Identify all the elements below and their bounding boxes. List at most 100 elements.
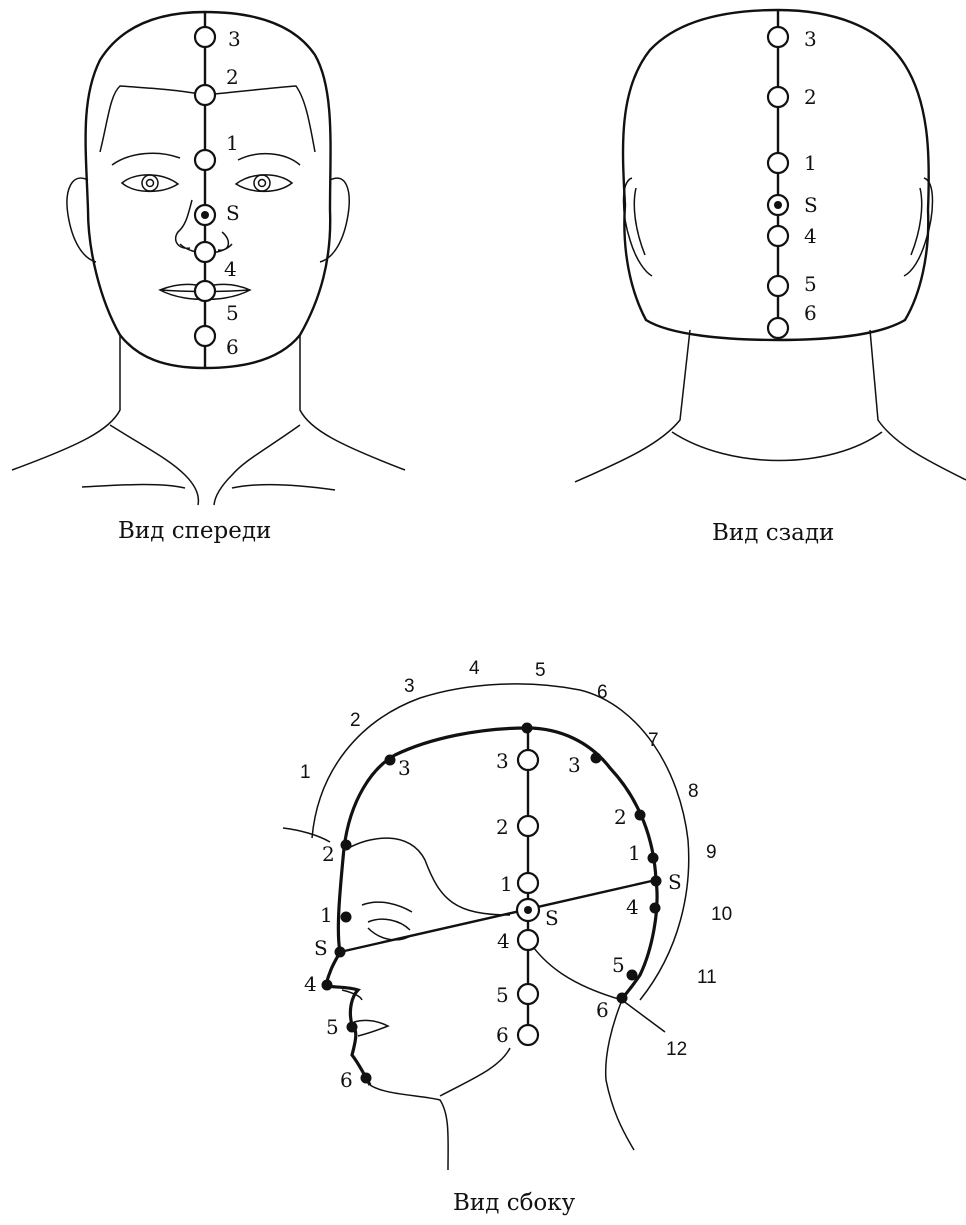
side-back-dot-4 bbox=[650, 903, 661, 914]
front-label-6: 6 bbox=[226, 335, 239, 359]
back-point-6 bbox=[768, 318, 788, 338]
side-back-label-5: 5 bbox=[612, 953, 625, 977]
front-point-5 bbox=[195, 281, 215, 301]
back-point-2 bbox=[768, 87, 788, 107]
side-axis-label-2: 2 bbox=[496, 815, 509, 839]
side-front-dot-5 bbox=[347, 1022, 358, 1033]
side-axis-label-6: 6 bbox=[496, 1023, 509, 1047]
side-top-dot bbox=[522, 723, 533, 734]
back-label-3: 3 bbox=[804, 27, 817, 51]
side-front-dot-3 bbox=[385, 755, 396, 766]
back-label-4: 4 bbox=[804, 224, 817, 248]
side-back-dot-1 bbox=[648, 853, 659, 864]
caption-back-view: Вид сзади bbox=[712, 520, 834, 546]
side-axis-label-5: 5 bbox=[496, 983, 509, 1007]
front-label-2: 2 bbox=[226, 65, 239, 89]
side-arc-label-6: 6 bbox=[597, 682, 608, 703]
side-back-label-4: 4 bbox=[626, 895, 639, 919]
side-axis-label-1: 1 bbox=[500, 872, 513, 896]
side-axis-point-1 bbox=[518, 873, 538, 893]
side-hair-stroke bbox=[283, 828, 330, 842]
side-axis-point-4 bbox=[518, 930, 538, 950]
side-neck-back bbox=[606, 1000, 634, 1150]
side-front-label-6: 6 bbox=[340, 1068, 353, 1092]
front-chest-right bbox=[232, 485, 335, 490]
front-left-iris bbox=[147, 180, 154, 187]
side-front-dot-1 bbox=[341, 912, 352, 923]
front-label-1: 1 bbox=[226, 131, 239, 155]
front-left-eye bbox=[122, 175, 178, 192]
front-right-iris bbox=[259, 180, 266, 187]
side-back-dot-5 bbox=[627, 970, 638, 981]
front-view: 3 2 1 S 4 5 6 bbox=[12, 12, 405, 505]
side-back-label-s: S bbox=[668, 870, 682, 894]
back-label-1: 1 bbox=[804, 151, 817, 175]
side-pointer-12 bbox=[622, 1000, 665, 1032]
front-left-pupil bbox=[142, 175, 158, 191]
side-axis-label-4: 4 bbox=[497, 929, 510, 953]
back-shoulder-line bbox=[672, 432, 882, 461]
front-collar-left bbox=[110, 425, 198, 505]
back-point-3 bbox=[768, 27, 788, 47]
back-view: 3 2 1 S 4 5 6 bbox=[575, 10, 966, 482]
back-point-5 bbox=[768, 276, 788, 296]
side-axis-point-s-center bbox=[524, 906, 532, 914]
front-collar-right bbox=[214, 425, 300, 505]
side-arc-label-5: 5 bbox=[535, 660, 546, 681]
side-front-label-4: 4 bbox=[304, 972, 317, 996]
front-point-s-center bbox=[201, 211, 209, 219]
front-point-3 bbox=[195, 27, 215, 47]
side-front-label-1: 1 bbox=[320, 903, 333, 927]
side-axis-point-2 bbox=[518, 816, 538, 836]
back-right-ear-inner bbox=[911, 188, 922, 255]
side-axis-point-5 bbox=[518, 984, 538, 1004]
front-point-6 bbox=[195, 326, 215, 346]
front-left-eyebrow bbox=[112, 153, 180, 165]
side-arc-label-4: 4 bbox=[469, 658, 480, 679]
side-back-dot-6 bbox=[617, 993, 628, 1004]
side-back-label-2: 2 bbox=[614, 805, 627, 829]
front-label-5: 5 bbox=[226, 301, 239, 325]
front-neck-right bbox=[300, 335, 405, 470]
side-front-dot-2 bbox=[341, 840, 352, 851]
front-label-3: 3 bbox=[228, 27, 241, 51]
side-front-label-3: 3 bbox=[398, 756, 411, 780]
side-head-profile bbox=[326, 728, 657, 1085]
side-arc-label-3: 3 bbox=[404, 676, 415, 697]
side-front-label-5: 5 bbox=[326, 1015, 339, 1039]
side-arc-label-8: 8 bbox=[688, 781, 699, 802]
back-label-s: S bbox=[804, 193, 818, 217]
side-front-dot-4 bbox=[322, 980, 333, 991]
side-back-dot-2 bbox=[635, 810, 646, 821]
front-point-2 bbox=[195, 85, 215, 105]
side-arc-label-1: 1 bbox=[300, 762, 311, 783]
front-label-s: S bbox=[226, 201, 240, 225]
side-back-label-1: 1 bbox=[628, 841, 641, 865]
side-front-dot-6 bbox=[361, 1073, 372, 1084]
side-axis-point-6 bbox=[518, 1025, 538, 1045]
side-front-dot-s bbox=[335, 947, 346, 958]
side-neck-front bbox=[370, 1085, 448, 1170]
front-right-eye bbox=[236, 175, 292, 192]
side-occipital-curve bbox=[528, 940, 622, 1000]
side-back-label-3: 3 bbox=[568, 753, 581, 777]
front-chest-left bbox=[82, 484, 185, 488]
back-label-2: 2 bbox=[804, 85, 817, 109]
caption-side-view: Вид сбоку bbox=[453, 1190, 575, 1216]
back-left-ear-inner bbox=[634, 188, 645, 255]
side-view: 1 2 3 4 5 6 7 8 9 10 11 12 3 2 1 S 4 5 6… bbox=[283, 658, 732, 1170]
side-front-label-s: S bbox=[314, 936, 328, 960]
back-neck-right bbox=[870, 330, 966, 480]
back-label-6: 6 bbox=[804, 301, 817, 325]
back-point-1 bbox=[768, 153, 788, 173]
side-back-dot-s bbox=[651, 876, 662, 887]
side-jaw bbox=[440, 1048, 510, 1096]
front-right-ear bbox=[320, 178, 349, 262]
front-right-pupil bbox=[254, 175, 270, 191]
front-right-eyebrow bbox=[238, 154, 300, 165]
front-neck-left bbox=[12, 335, 120, 470]
side-lips bbox=[354, 1020, 388, 1036]
side-arc-label-7: 7 bbox=[648, 730, 659, 751]
